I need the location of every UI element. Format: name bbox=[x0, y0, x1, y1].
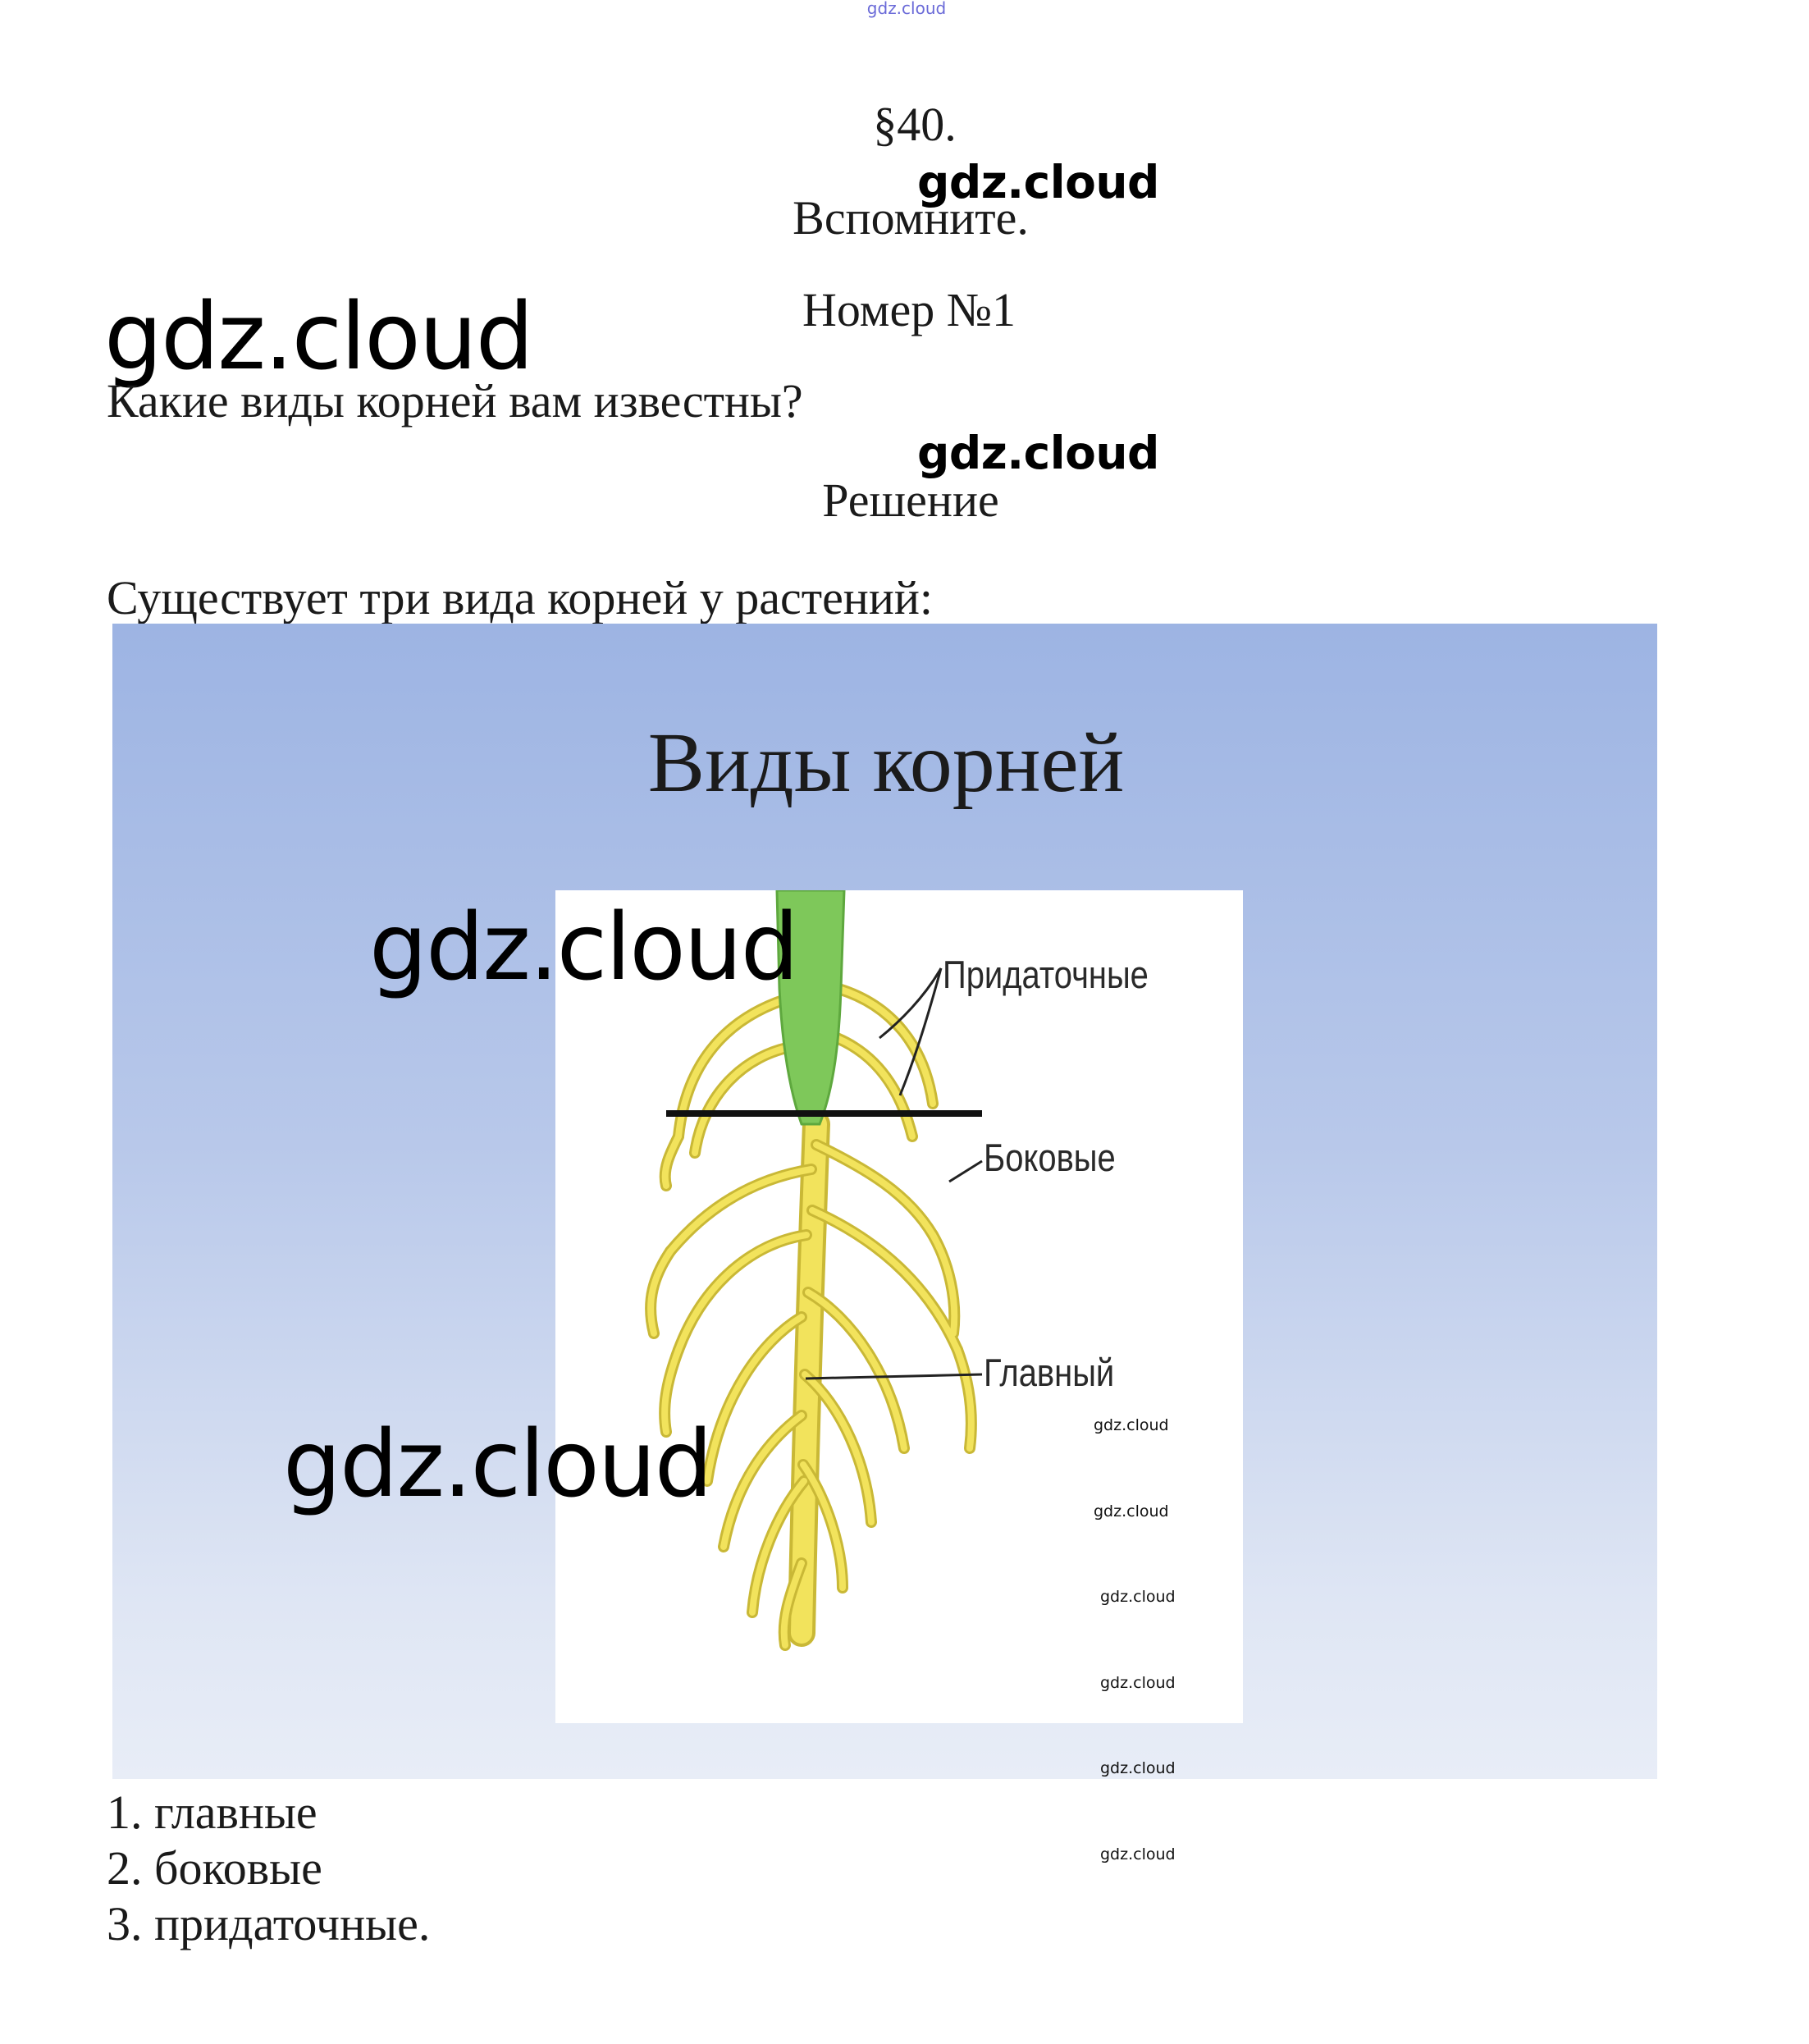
answer-item-2: 2. боковые bbox=[107, 1841, 322, 1895]
solution-heading: Решение bbox=[822, 473, 999, 527]
watermark: gdz.cloud bbox=[917, 156, 1159, 208]
small-watermark: gdz.cloud bbox=[1094, 1416, 1169, 1434]
small-watermark: gdz.cloud bbox=[1100, 1674, 1176, 1692]
label-adventitious: Придаточные bbox=[943, 953, 1149, 996]
watermark: gdz.cloud bbox=[283, 1411, 713, 1518]
watermark: gdz.cloud bbox=[917, 427, 1159, 479]
root-types-slide: Виды корней bbox=[112, 624, 1657, 1779]
label-main: Главный bbox=[984, 1351, 1115, 1394]
root-illustration bbox=[645, 889, 983, 1651]
small-watermark: gdz.cloud bbox=[1100, 1759, 1176, 1777]
answer-item-1: 1. главные bbox=[107, 1786, 317, 1839]
top-watermark: gdz.cloud bbox=[866, 0, 947, 18]
small-watermark: gdz.cloud bbox=[1100, 1588, 1176, 1606]
slide-title: Виды корней bbox=[647, 716, 1125, 810]
question-text: Какие виды корней вам известны? bbox=[107, 374, 803, 428]
section-number: §40. bbox=[873, 98, 957, 151]
root-diagram: Придаточные Боковые Главный bbox=[555, 889, 1243, 1723]
watermark: gdz.cloud bbox=[369, 894, 799, 1001]
small-watermark: gdz.cloud bbox=[1100, 1845, 1176, 1863]
task-number: Номер №1 bbox=[802, 283, 1016, 336]
label-lateral: Боковые bbox=[984, 1136, 1116, 1179]
recall-heading: Вспомните. bbox=[793, 191, 1029, 245]
watermark: gdz.cloud bbox=[104, 284, 534, 391]
intro-text: Существует три вида корней у растений: bbox=[107, 571, 934, 624]
small-watermark: gdz.cloud bbox=[1094, 1502, 1169, 1520]
answer-item-3: 3. придаточные. bbox=[107, 1897, 431, 1950]
